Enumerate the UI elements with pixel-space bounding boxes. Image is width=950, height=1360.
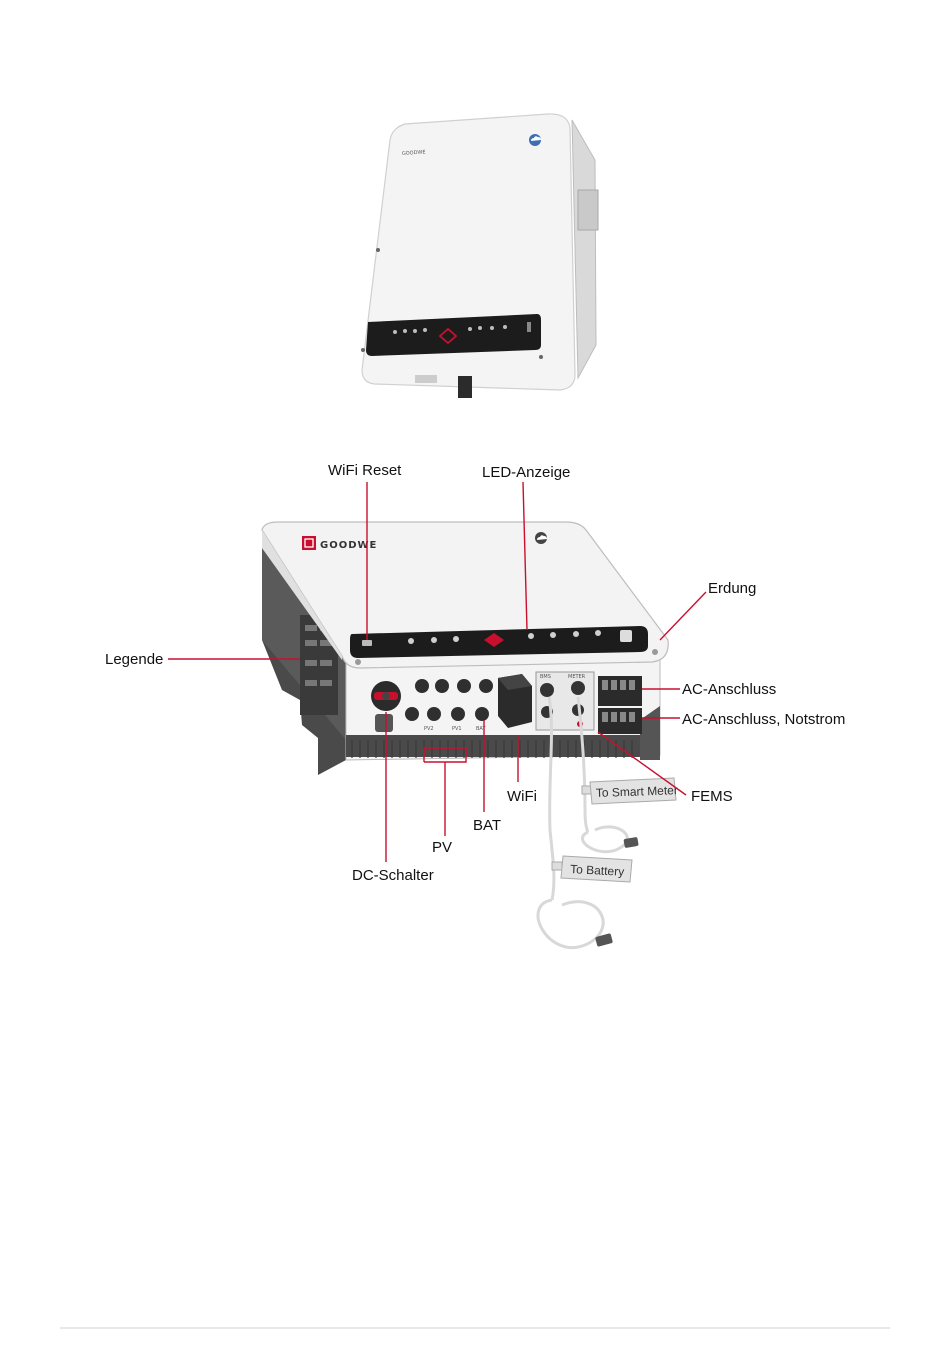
meter-port-label: METER [568, 674, 586, 680]
wifi-reset-button[interactable] [362, 640, 372, 646]
smart-meter-tag: To Smart Meter [582, 778, 678, 804]
ac-terminals [598, 676, 642, 734]
main-brand-text: GOODWE [320, 540, 377, 551]
battery-indicator-icon [620, 630, 632, 642]
battery-tag-text: To Battery [570, 862, 625, 879]
label-led-anzeige: LED-Anzeige [482, 464, 570, 481]
label-pv: PV [432, 839, 452, 856]
label-wifi: WiFi [507, 788, 537, 805]
smart-meter-tag-text: To Smart Meter [596, 783, 678, 800]
goodwe-logo-icon [302, 536, 316, 550]
label-ac-notstrom: AC-Anschluss, Notstrom [682, 711, 845, 728]
label-ac-anschluss: AC-Anschluss [682, 681, 776, 698]
label-dc-schalter: DC-Schalter [352, 867, 434, 884]
pv2-port-label: PV2 [424, 726, 434, 732]
label-wifi-reset: WiFi Reset [328, 462, 402, 479]
wifi-module [498, 674, 532, 728]
label-legende: Legende [105, 651, 163, 668]
label-bat: BAT [473, 817, 501, 834]
pv1-port-label: PV1 [452, 726, 462, 732]
label-erdung: Erdung [708, 580, 756, 597]
bms-port-label: BMS [540, 674, 551, 680]
inverter-front-view: GOODWE [361, 114, 598, 398]
comm-ports [536, 672, 594, 730]
dc-switch-knob [458, 376, 472, 398]
bat-port-label: BAT [476, 726, 486, 732]
label-fems: FEMS [691, 788, 733, 805]
battery-tag: To Battery [552, 856, 632, 882]
inverter-diagram-view: GOODWE PV2 PV1 BAT [262, 522, 678, 948]
